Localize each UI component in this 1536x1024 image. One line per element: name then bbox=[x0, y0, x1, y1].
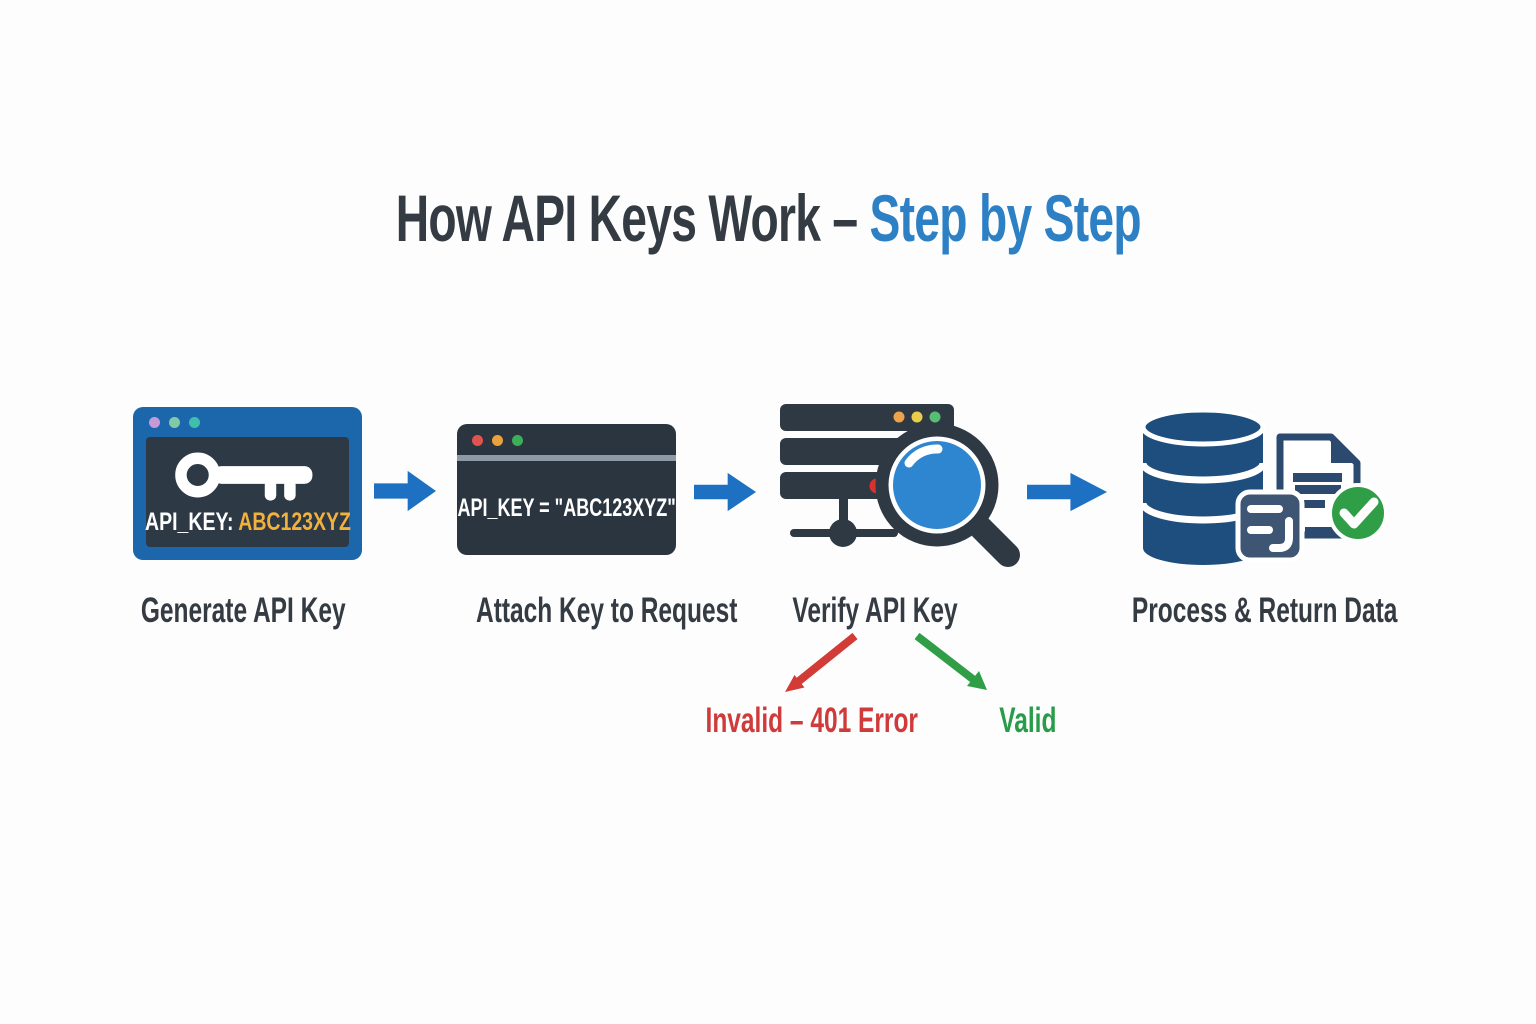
page-title: How API Keys Work – Step by Step bbox=[0, 182, 1536, 255]
step1-label: Generate API Key bbox=[93, 591, 393, 631]
window-dot-purple bbox=[149, 417, 160, 428]
terminal-divider bbox=[457, 455, 676, 461]
browser-content-panel: API_KEY: ABC123XYZ bbox=[145, 437, 351, 547]
invalid-arrow-icon bbox=[785, 632, 858, 692]
terminal-dots bbox=[472, 435, 523, 446]
branch-arrows bbox=[785, 632, 987, 692]
step2-label-text: Attach Key to Request bbox=[476, 591, 738, 630]
window-dot-teal bbox=[189, 417, 200, 428]
step4-label: Process & Return Data bbox=[1075, 591, 1435, 631]
valid-result-label: Valid bbox=[928, 701, 1128, 741]
window-dots bbox=[149, 417, 200, 428]
api-key-text: API_KEY: ABC123XYZ bbox=[145, 508, 351, 537]
flow-arrow-right-icon bbox=[694, 472, 756, 512]
invalid-result-text: Invalid – 401 Error bbox=[705, 701, 918, 740]
valid-result-text: Valid bbox=[999, 701, 1057, 740]
magnifier-glass bbox=[875, 423, 1020, 567]
step4-label-text: Process & Return Data bbox=[1131, 591, 1398, 630]
step2-label: Attach Key to Request bbox=[420, 591, 737, 631]
server-magnifier-icon bbox=[780, 404, 1020, 567]
step1-browser-window: API_KEY: ABC123XYZ bbox=[133, 407, 362, 560]
note-icon bbox=[1235, 489, 1305, 563]
flow-arrow-right-icon bbox=[1027, 472, 1107, 512]
database-document-check-icon bbox=[1139, 407, 1388, 565]
title-accent: Step by Step bbox=[869, 181, 1141, 255]
step3-label: Verify API Key bbox=[725, 591, 1025, 631]
window-dot-green bbox=[169, 417, 180, 428]
server-dot-yellow bbox=[911, 411, 923, 423]
step1-label-text: Generate API Key bbox=[140, 591, 346, 630]
terminal-dot-red bbox=[472, 435, 483, 446]
invalid-result-label: Invalid – 401 Error bbox=[660, 701, 960, 741]
server-dot-green bbox=[929, 411, 941, 423]
title-main: How API Keys Work – bbox=[395, 181, 858, 255]
api-key-value: ABC123XYZ bbox=[237, 508, 351, 536]
server-dot-orange bbox=[893, 411, 905, 423]
terminal-code-line: API_KEY = "ABC123XYZ" bbox=[457, 461, 676, 555]
key-icon bbox=[174, 452, 312, 501]
step3-label-text: Verify API Key bbox=[792, 591, 958, 630]
terminal-dot-green bbox=[512, 435, 523, 446]
check-icon bbox=[1328, 483, 1388, 543]
valid-arrow-icon bbox=[914, 632, 987, 690]
api-key-label: API_KEY: bbox=[144, 508, 234, 536]
terminal-dot-orange bbox=[492, 435, 503, 446]
terminal-code-text: API_KEY = "ABC123XYZ" bbox=[457, 493, 676, 522]
flow-arrow-right-icon bbox=[374, 470, 436, 512]
step2-terminal-window: API_KEY = "ABC123XYZ" bbox=[457, 424, 676, 555]
database-icon bbox=[1139, 407, 1267, 565]
